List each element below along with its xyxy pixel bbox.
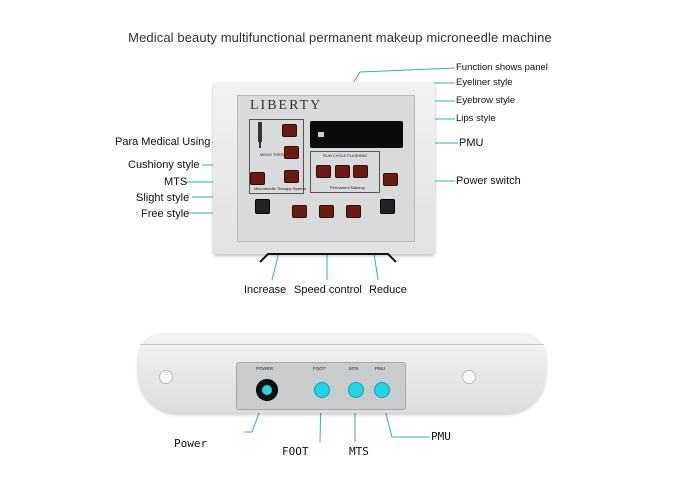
mts-port[interactable] [348, 382, 364, 398]
callout-power-port: Power [174, 437, 208, 450]
power-port-glow [262, 385, 272, 395]
increase-button[interactable] [292, 205, 307, 218]
callout-pmu: PMU [459, 137, 484, 149]
mts-mode-button[interactable] [284, 170, 299, 183]
callout-reduce: Reduce [369, 284, 407, 296]
brand-logo: LIBERTY [250, 98, 323, 113]
callout-lips: Lips style [456, 113, 496, 124]
port-label-pmu: PMU [375, 366, 385, 371]
reduce-button[interactable] [346, 205, 361, 218]
pmu-button[interactable] [383, 173, 398, 186]
callout-para-medical: Para Medical Using [115, 136, 211, 148]
mts-button[interactable] [250, 172, 265, 185]
callout-mts-port: MTS [349, 445, 369, 458]
pmu-port[interactable] [374, 382, 390, 398]
callout-increase: Increase [244, 284, 287, 296]
screw-right [462, 370, 476, 384]
permanent-makeup-label: Permanent Makeup [330, 185, 365, 190]
power-port[interactable] [256, 379, 278, 401]
callout-cushiony: Cushiony style [128, 159, 200, 171]
callout-slight: Slight style [136, 192, 190, 204]
screw-left [159, 370, 173, 384]
eyebrow-button[interactable] [335, 165, 350, 178]
callout-speed-control: Speed control [294, 284, 362, 296]
callout-pmu-port: PMU [431, 430, 451, 443]
microneedle-label: Microneedle Therapy System [254, 186, 306, 191]
power-switch-button[interactable] [380, 199, 395, 214]
function-display [310, 121, 403, 148]
foot-port[interactable] [314, 382, 330, 398]
callout-mts: MTS [164, 176, 188, 188]
lips-button[interactable] [353, 165, 368, 178]
speed-control-button[interactable] [319, 205, 334, 218]
para-medical-button[interactable] [282, 124, 297, 137]
stand [259, 253, 397, 263]
callout-power-switch: Power switch [456, 175, 521, 187]
page-title: Medical beauty multifunctional permanent… [128, 30, 552, 45]
needle-pen-icon [258, 122, 262, 148]
display-indicator [318, 132, 324, 137]
eyeliner-button[interactable] [316, 165, 331, 178]
callout-foot-port: FOOT [282, 445, 309, 458]
rear-unit-edge [140, 334, 544, 345]
port-label-foot: FOOT [313, 366, 326, 371]
pmu-section [310, 151, 380, 193]
cushiony-button[interactable] [284, 146, 299, 159]
callout-function-panel: Function shows panel [456, 62, 548, 73]
slight-style-button[interactable] [255, 199, 270, 214]
callout-eyebrow: Eyebrow style [456, 95, 516, 106]
meso-section [249, 119, 304, 194]
port-label-power: POWER [256, 366, 274, 371]
callout-free: Free style [141, 208, 190, 220]
display-caption: RUN CYCLE FLASHING [323, 153, 368, 158]
port-label-mts: MTS [349, 366, 359, 371]
callout-eyeliner: Eyeliner style [456, 77, 513, 88]
meso-therapy-label: MESO THERAPY [260, 152, 292, 157]
